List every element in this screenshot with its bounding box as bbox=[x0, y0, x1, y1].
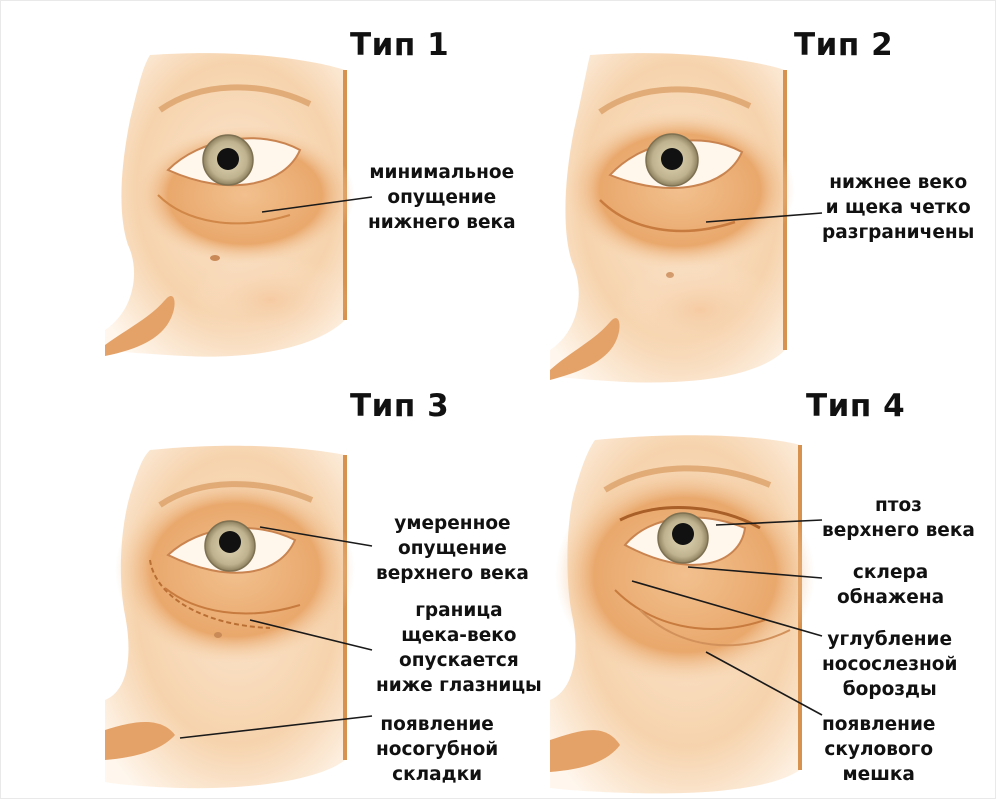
face-panel-4 bbox=[550, 435, 815, 793]
label-line: умеренное bbox=[376, 511, 529, 536]
label-sclera-exposed: склера обнажена bbox=[837, 560, 944, 610]
label-line: верхнего века bbox=[822, 518, 975, 543]
panel-title-type-2: Тип 2 bbox=[794, 27, 893, 63]
label-line: щека-веко bbox=[376, 623, 542, 648]
label-malar-bag: появление скулового мешка bbox=[822, 712, 935, 787]
label-nasolabial-fold: появление носогубной складки bbox=[376, 712, 498, 787]
face-panel-3 bbox=[105, 446, 355, 789]
panel-title-type-4: Тип 4 bbox=[806, 388, 905, 424]
label-upper-lid-ptosis: птоз верхнего века bbox=[822, 493, 975, 543]
label-line: опущение bbox=[368, 185, 516, 210]
label-line: минимальное bbox=[368, 160, 516, 185]
label-line: граница bbox=[376, 598, 542, 623]
label-line: разграничены bbox=[822, 220, 974, 245]
label-line: углубление bbox=[822, 627, 957, 652]
label-line: борозды bbox=[822, 677, 957, 702]
label-moderate-upper-lid-sag: умеренное опущение верхнего века bbox=[376, 511, 529, 586]
label-line: появление bbox=[822, 712, 935, 737]
label-line: нижнее веко bbox=[822, 170, 974, 195]
panel-title-type-1: Тип 1 bbox=[350, 27, 449, 63]
label-line: обнажена bbox=[837, 585, 944, 610]
label-line: мешка bbox=[822, 762, 935, 787]
label-line: опускается bbox=[376, 648, 542, 673]
label-minimal-lower-eyelid-sag: минимальное опущение нижнего века bbox=[368, 160, 516, 235]
label-line: и щека четко bbox=[822, 195, 974, 220]
label-line: появление bbox=[376, 712, 498, 737]
label-lid-cheek-border-lowered: граница щека-веко опускается ниже глазни… bbox=[376, 598, 542, 698]
label-line: птоз bbox=[822, 493, 975, 518]
label-line: опущение bbox=[376, 536, 529, 561]
label-line: скулового bbox=[822, 737, 935, 762]
label-line: нижнего века bbox=[368, 210, 516, 235]
label-line: складки bbox=[376, 762, 498, 787]
label-line: носогубной bbox=[376, 737, 498, 762]
label-line: склера bbox=[837, 560, 944, 585]
label-line: носослезной bbox=[822, 652, 957, 677]
label-line: ниже глазницы bbox=[376, 673, 542, 698]
label-line: верхнего века bbox=[376, 561, 529, 586]
panel-title-type-3: Тип 3 bbox=[350, 388, 449, 424]
label-tear-trough-deepening: углубление носослезной борозды bbox=[822, 627, 957, 702]
label-lid-cheek-distinct: нижнее веко и щека четко разграничены bbox=[822, 170, 974, 245]
